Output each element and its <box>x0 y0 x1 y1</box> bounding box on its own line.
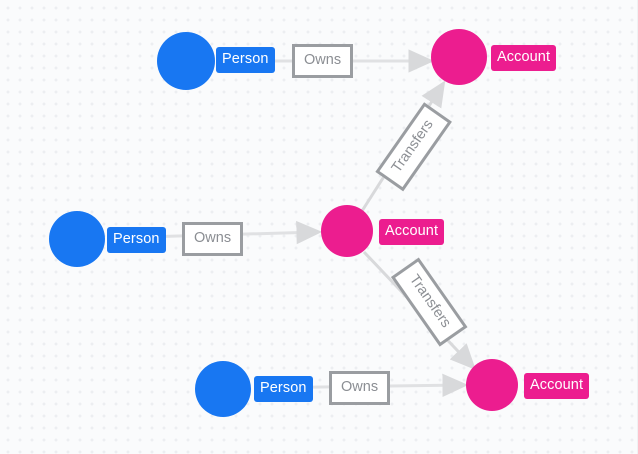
edge-label-owns-3[interactable]: Owns <box>329 371 391 405</box>
edge-label-owns-2[interactable]: Owns <box>182 222 244 256</box>
node-label-person-1[interactable]: Person <box>216 47 275 73</box>
node-label-account-2[interactable]: Account <box>379 219 445 245</box>
node-label-person-2[interactable]: Person <box>107 227 166 253</box>
node-account-2[interactable] <box>321 205 373 257</box>
node-label-person-3[interactable]: Person <box>254 376 313 402</box>
node-person-2[interactable] <box>49 211 105 267</box>
node-label-account-3[interactable]: Account <box>524 373 590 399</box>
edge-label-owns-1[interactable]: Owns <box>292 44 354 78</box>
node-account-3[interactable] <box>466 359 518 411</box>
node-label-account-1[interactable]: Account <box>491 45 557 71</box>
node-person-3[interactable] <box>195 361 251 417</box>
node-account-1[interactable] <box>431 29 487 85</box>
node-person-1[interactable] <box>157 32 215 90</box>
